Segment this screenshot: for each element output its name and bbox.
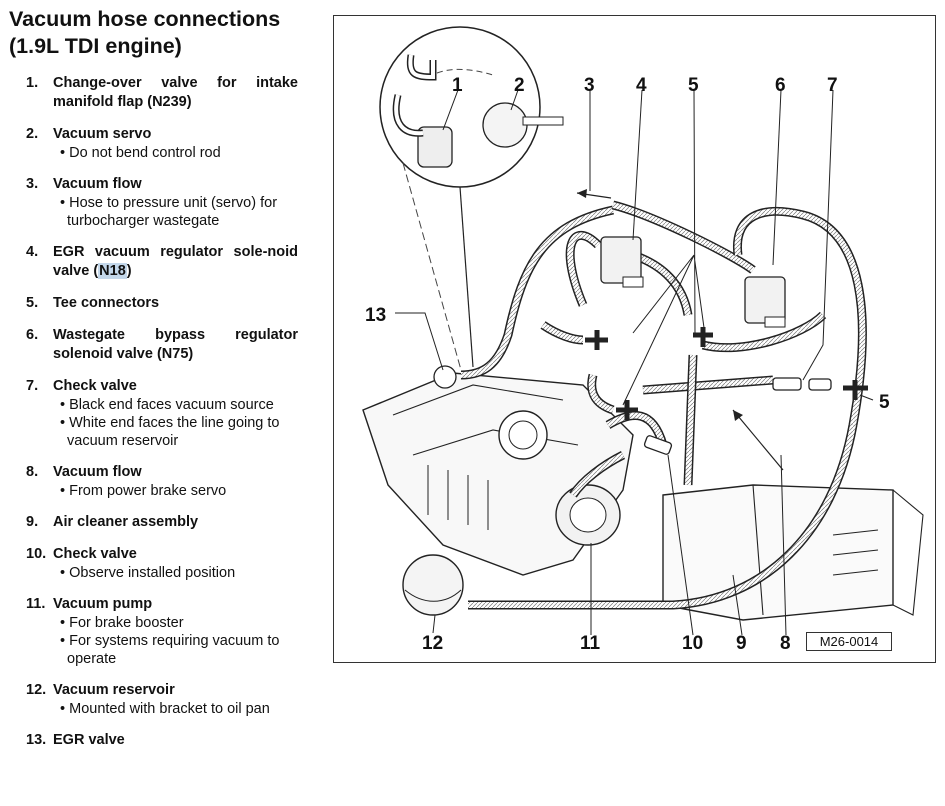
check-valve-icon	[772, 377, 832, 391]
legend-number: 2.	[26, 126, 39, 142]
diagram-frame	[333, 15, 936, 663]
legend-item: 4. EGR vacuum regulator sole-noid valve (…	[26, 243, 298, 281]
figure-reference: M26-0014	[806, 632, 892, 651]
callout-3: 3	[584, 75, 595, 96]
legend-item: 7. Check valve • Black end faces vacuum so…	[26, 377, 298, 450]
check-valve-10-icon	[643, 435, 673, 455]
legend-label: Vacuum flow	[53, 176, 142, 192]
legend-label: Check valve	[53, 378, 137, 394]
legend-item: 1. Change-over valve for intake manifold …	[26, 74, 298, 112]
legend-number: 3.	[26, 176, 39, 192]
legend-number: 10.	[26, 546, 47, 562]
legend-label: Vacuum servo	[53, 126, 152, 142]
legend-item: 3. Vacuum flow • Hose to pressure unit (se…	[26, 175, 298, 230]
callout-7: 7	[827, 75, 838, 96]
legend-item: 9. Air cleaner assembly	[26, 513, 298, 532]
legend-note: • Observe installed position	[60, 565, 236, 581]
legend-label: Vacuum flow	[53, 464, 142, 480]
vacuum-flow-arrow-8-icon	[732, 409, 784, 471]
callout-12: 12	[422, 633, 443, 654]
leader-lines	[395, 89, 874, 636]
legend-number: 7.	[26, 378, 39, 394]
callout-9: 9	[736, 633, 747, 654]
callout-11: 11	[580, 633, 601, 654]
legend-note: • Do not bend control rod	[60, 145, 221, 161]
wastegate-solenoid-valve-icon	[744, 276, 786, 328]
legend-item: 11. Vacuum pump • For brake booster • For s…	[26, 595, 298, 668]
vacuum-servo-icon	[482, 102, 528, 148]
callout-10: 10	[682, 633, 703, 654]
callout-2: 2	[514, 75, 525, 96]
callout-4: 4	[636, 75, 647, 96]
legend-note: • Black end faces vacuum source	[60, 397, 274, 413]
page-title: Vacuum hose connections (1.9L TDI engine…	[9, 6, 280, 60]
legend-item: 2. Vacuum servo • Do not bend control rod	[26, 125, 298, 162]
legend-number: 9.	[26, 514, 39, 530]
legend-label: Vacuum pump	[53, 596, 153, 612]
callout-5-right: 5	[879, 392, 890, 413]
callout-13: 13	[365, 305, 386, 326]
legend-label: Change-over valve for intake manifold fl…	[53, 75, 298, 110]
legend-label: Air cleaner assembly	[53, 514, 199, 530]
callout-6: 6	[775, 75, 786, 96]
title-line-2: (1.9L TDI engine)	[9, 34, 182, 58]
vacuum-reservoir-icon	[402, 554, 464, 616]
legend-note: • From power brake servo	[60, 483, 227, 499]
legend-number: 4.	[26, 244, 39, 260]
legend-label: Check valve	[53, 546, 137, 562]
callout-5: 5	[688, 75, 699, 96]
egr-valve-icon	[433, 365, 457, 389]
legend-label: Tee connectors	[53, 295, 160, 311]
legend-list: 1. Change-over valve for intake manifold …	[26, 74, 298, 763]
legend-item: 13. EGR valve	[26, 731, 298, 750]
legend-number: 12.	[26, 682, 47, 698]
legend-number: 5.	[26, 295, 39, 311]
callout-8: 8	[780, 633, 791, 654]
legend-label: EGR vacuum regulator sole-noid valve (N1…	[53, 244, 298, 279]
legend-item: 8. Vacuum flow • From power brake servo	[26, 463, 298, 500]
vacuum-hose-diagram: 1 2 3 4 5 6 7 13 5 12 11 10 9 8	[362, 26, 924, 654]
egr-solenoid-valve-icon	[600, 236, 644, 288]
legend-number: 1.	[26, 75, 39, 91]
legend-number: 13.	[26, 732, 47, 748]
tee-connectors	[585, 327, 868, 420]
legend-number: 11.	[26, 596, 46, 612]
detail-magnifier	[379, 26, 564, 371]
legend-item: 10. Check valve • Observe installed positi…	[26, 545, 298, 582]
legend-note: • For systems requiring vacuum to operat…	[60, 633, 280, 667]
legend-note: • Mounted with bracket to oil pan	[60, 701, 270, 717]
vacuum-pump-icon	[555, 484, 621, 546]
legend-item: 6. Wastegate bypass regulator solenoid va…	[26, 326, 298, 364]
legend-label: Vacuum reservoir	[53, 682, 175, 698]
legend-label: Wastegate bypass regulator solenoid valv…	[53, 327, 298, 362]
highlighted-code: N18	[98, 263, 127, 279]
legend-label: EGR valve	[53, 732, 125, 748]
legend-note: • For brake booster	[60, 615, 184, 631]
title-line-1: Vacuum hose connections	[9, 7, 281, 31]
callout-1: 1	[452, 75, 463, 96]
legend-note: • Hose to pressure unit (servo) for turb…	[60, 195, 278, 229]
legend-note: • White end faces the line going to vacu…	[60, 415, 280, 449]
vacuum-flow-arrow-icon	[576, 189, 612, 199]
legend-number: 8.	[26, 464, 39, 480]
legend-number: 6.	[26, 327, 39, 343]
change-over-valve-icon	[417, 126, 453, 168]
legend-item: 5. Tee connectors	[26, 294, 298, 313]
legend-item: 12. Vacuum reservoir • Mounted with bracke…	[26, 681, 298, 718]
